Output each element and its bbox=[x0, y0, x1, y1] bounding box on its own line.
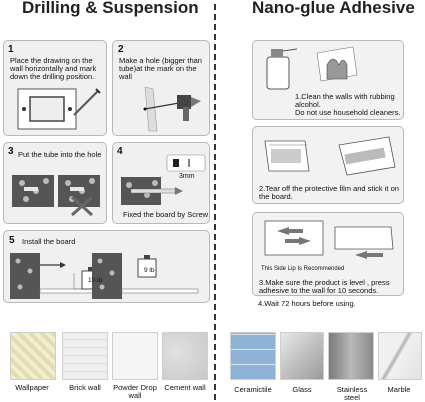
step-4-panel: 4 3mm Fixed the board by Screw bbox=[112, 142, 210, 224]
right-step-2-panel: 2.Tear off the protective film and stick… bbox=[252, 126, 404, 204]
step-1-text: Place the drawing on the wall horizontal… bbox=[10, 56, 97, 81]
right-step-3-panel: This Side Lip Is Recommended 3.Make sure… bbox=[252, 212, 404, 296]
step-1-panel: 1 Place the drawing on the wall horizont… bbox=[3, 40, 107, 136]
step-4-number: 4 bbox=[117, 146, 123, 157]
material-label-ceramictile: Ceramictile bbox=[234, 385, 272, 394]
spray-bottle-illustration bbox=[266, 46, 358, 90]
step-4-text: Fixed the board by Screw bbox=[123, 210, 209, 219]
tube-insertion-illustration bbox=[12, 175, 100, 217]
powder-drop-wall-swatch bbox=[112, 332, 158, 380]
material-label-wallpaper: Wallpaper bbox=[15, 383, 49, 392]
material-label-glass: Glass bbox=[292, 385, 312, 394]
screw-fixing-illustration bbox=[121, 154, 206, 205]
material-label-cement-wall: Cement wall bbox=[164, 383, 206, 392]
step-2-panel: 2 Make a hole (bigger than tube)at the m… bbox=[112, 40, 210, 136]
material-label-brick-wall: Brick wall bbox=[69, 383, 101, 392]
section-divider bbox=[214, 4, 216, 400]
glass-swatch bbox=[280, 332, 324, 380]
screw-size-label: 3mm bbox=[179, 173, 195, 180]
step-1-number: 1 bbox=[8, 44, 14, 55]
material-label-marble: Marble bbox=[387, 385, 411, 394]
stainless-steel-swatch bbox=[328, 332, 374, 380]
right-step-4-text: 4.Wait 72 hours before using. bbox=[258, 299, 356, 308]
brick-wall-swatch bbox=[62, 332, 108, 380]
marble-swatch bbox=[378, 332, 422, 380]
step-3-text: Put the tube into the hole bbox=[18, 150, 102, 159]
step-5-number: 5 bbox=[9, 235, 15, 246]
level-press-illustration bbox=[264, 220, 394, 259]
left-title: Drilling & Suspension bbox=[22, 0, 199, 17]
material-label-powder-drop-wall: Powder Drop wall bbox=[113, 383, 157, 400]
level-caption: This Side Lip Is Recommended bbox=[261, 266, 345, 272]
weight-label-1: 10 lb bbox=[88, 277, 103, 284]
step-2-text: Make a hole (bigger than tube)at the mar… bbox=[119, 56, 202, 81]
right-step-1-panel: 1.Clean the walls with rubbing alcohol. … bbox=[252, 40, 404, 120]
drill-template-illustration bbox=[17, 88, 101, 130]
step-2-number: 2 bbox=[118, 44, 124, 55]
weight-label-2: 9 lb bbox=[144, 267, 155, 274]
board-install-illustration bbox=[10, 253, 199, 299]
right-step-1-text: 1.Clean the walls with rubbing alcohol. … bbox=[295, 92, 401, 117]
cement-wall-swatch bbox=[162, 332, 208, 380]
wallpaper-swatch bbox=[10, 332, 56, 380]
step-3-panel: 3 Put the tube into the hole bbox=[3, 142, 107, 224]
ceramic-tile-swatch bbox=[230, 332, 276, 380]
drilling-illustration bbox=[143, 86, 201, 132]
protective-film-illustration bbox=[264, 136, 396, 176]
material-label-stainless-steel: Stainless steel bbox=[336, 385, 368, 402]
right-title: Nano-glue Adhesive bbox=[252, 0, 415, 17]
step-3-number: 3 bbox=[8, 146, 14, 157]
step-5-text: Install the board bbox=[22, 237, 76, 246]
step-5-panel: 5 Install the board 10 lb 9 lb bbox=[3, 230, 210, 303]
right-step-3-text: 3.Make sure the product is level , press… bbox=[259, 278, 390, 295]
right-step-2-text: 2.Tear off the protective film and stick… bbox=[259, 184, 399, 201]
